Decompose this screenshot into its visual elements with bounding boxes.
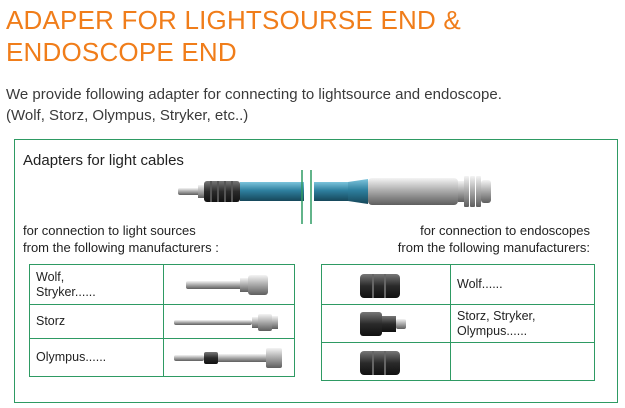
manufacturer-label: Olympus...... [36,350,107,364]
adapter-image-cell [321,264,451,305]
table-row: Olympus...... [29,338,295,377]
page-title: ADAPER FOR LIGHTSOURSE END & ENDOSCOPE E… [6,4,621,68]
endoscope-caption-line-2: from the following manufacturers: [397,240,590,255]
endoscope-caption-line-1: for connection to endoscopes [420,223,590,238]
adapter-image-cell [321,342,451,381]
table-row: Storz, Stryker, Olympus...... [321,304,595,343]
intro-line-1: We provide following adapter for connect… [6,86,502,103]
manufacturer-label: Stryker...... [36,284,96,299]
manufacturer-label: Storz [36,314,66,328]
light-source-adapter-table: Wolf, Stryker...... Storz Olympus...... [29,264,295,377]
light-source-caption-line-2: from the following manufacturers : [23,240,219,255]
title-line-2: ENDOSCOPE END [6,37,237,67]
light-source-caption-line-1: for connection to light sources [23,223,196,238]
light-source-caption: for connection to light sources from the… [23,222,219,256]
intro-text: We provide following adapter for connect… [6,84,502,126]
storz-light-adapter-image [174,313,278,331]
olympus-light-adapter-image [174,347,282,368]
intro-line-2: (Wolf, Storz, Olympus, Stryker, etc..) [6,107,249,124]
table-row: Storz [29,304,295,339]
manufacturer-label: Olympus...... [457,323,528,338]
adapter-image-cell [321,304,451,343]
table-row [321,342,595,381]
manufacturer-cell [450,342,595,381]
adapter-image-cell [163,264,295,305]
manufacturer-label: Storz, Stryker, [457,308,536,323]
endoscope-caption: for connection to endoscopes from the fo… [360,222,590,256]
adapters-panel [14,139,618,403]
manufacturer-cell: Wolf...... [450,264,595,305]
manufacturer-label: Wolf, [36,269,65,284]
table-row: Wolf, Stryker...... [29,264,295,305]
panel-heading: Adapters for light cables [23,152,184,169]
endoscope-adapter-table: Wolf...... Storz, Stryker, Olympus...... [321,264,595,381]
table-row: Wolf...... [321,264,595,305]
manufacturer-cell: Storz [29,304,164,339]
storz-endoscope-adapter-image [360,311,406,336]
adapter-image-cell [163,338,295,377]
adapter-image-cell [163,304,295,339]
wolf-light-adapter-image [186,274,268,295]
manufacturer-label: Wolf...... [457,277,503,291]
manufacturer-cell: Olympus...... [29,338,164,377]
wolf-endoscope-adapter-image [360,273,400,298]
endoscope-adapter-image [360,350,400,375]
manufacturer-cell: Wolf, Stryker...... [29,264,164,305]
manufacturer-cell: Storz, Stryker, Olympus...... [450,304,595,343]
light-cable-illustration [178,170,491,224]
title-line-1: ADAPER FOR LIGHTSOURSE END & [6,5,461,35]
